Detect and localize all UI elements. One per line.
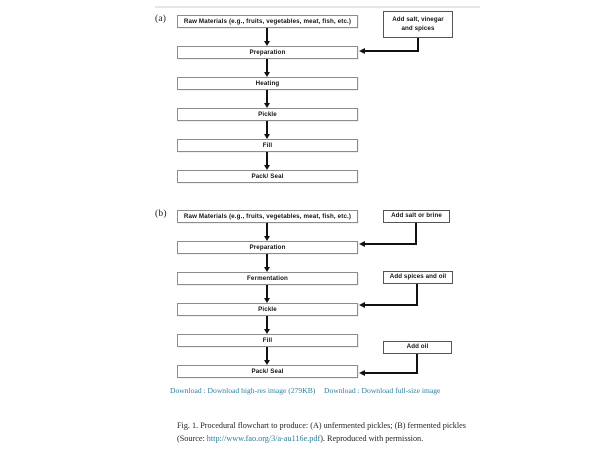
panel-b-step-fermentation: Fermentation	[177, 272, 358, 285]
panel-b-connector-vertical-add-oil	[416, 354, 419, 374]
panel-b-connector-vertical-spices-oil	[416, 284, 419, 306]
panel-b-connector-horizontal-spices-oil	[364, 304, 418, 307]
caption-source-link[interactable]: http://www.fao.org/3/a-au116e.pdf	[206, 433, 321, 443]
panel-a-step-pack-seal: Pack/ Seal	[177, 170, 358, 183]
panel-a-arrow-heating-to-pickle	[266, 90, 268, 104]
top-divider-rule	[155, 6, 480, 8]
panel-b-step-preparation: Preparation	[177, 241, 358, 254]
panel-a-arrow-pickle-to-fill	[266, 121, 268, 135]
panel-b-step-fill: Fill	[177, 334, 358, 347]
caption-lead-text: Fig. 1. Procedural flowchart to produce:…	[177, 421, 466, 443]
panel-a-side-input-add-salt-vinegar-spices: Add salt, vinegar and spices	[383, 11, 453, 38]
panel-a-label: (a)	[155, 14, 167, 24]
panel-b-arrow-preparation-to-fermentation	[266, 254, 268, 268]
panel-b-arrow-raw-to-preparation	[266, 223, 268, 237]
panel-a-arrow-raw-to-preparation	[266, 28, 268, 42]
panel-a-step-raw-materials: Raw Materials (e.g., fruits, vegetables,…	[177, 15, 358, 28]
panel-a-arrow-fill-to-pack-seal	[266, 152, 268, 166]
panel-b-label: (b)	[155, 209, 167, 219]
panel-b-step-pack-seal: Pack/ Seal	[177, 365, 358, 378]
panel-b-side-input-add-salt-or-brine: Add salt or brine	[383, 210, 450, 223]
panel-b-arrow-fill-to-pack-seal	[266, 347, 268, 361]
panel-b-step-pickle: Pickle	[177, 303, 358, 316]
panel-b-arrow-pickle-to-fill	[266, 316, 268, 330]
panel-a-step-heating: Heating	[177, 77, 358, 90]
caption-tail-text: ). Reproduced with permission.	[320, 433, 424, 443]
figure-caption: Fig. 1. Procedural flowchart to produce:…	[177, 420, 477, 445]
panel-a-step-preparation: Preparation	[177, 46, 358, 59]
panel-b-connector-horizontal-add-oil	[364, 372, 418, 375]
panel-b-connector-vertical-salt-brine	[415, 223, 418, 245]
panel-a-step-fill: Fill	[177, 139, 358, 152]
panel-b-arrow-fermentation-to-pickle	[266, 285, 268, 299]
panel-b-side-input-add-oil: Add oil	[383, 341, 452, 354]
panel-a-connector-horizontal-salt-vinegar	[364, 50, 419, 53]
panel-a-connector-vertical-salt-vinegar	[417, 38, 420, 52]
panel-b-side-input-add-spices-and-oil: Add spices and oil	[383, 271, 453, 284]
panel-a-step-pickle: Pickle	[177, 108, 358, 121]
panel-a-arrow-preparation-to-heating	[266, 59, 268, 73]
download-high-res-image-link[interactable]: Download : Download high-res image (279K…	[170, 386, 316, 395]
download-full-size-image-link[interactable]: Download : Download full-size image	[324, 386, 441, 395]
panel-b-step-raw-materials: Raw Materials (e.g., fruits, vegetables,…	[177, 210, 358, 223]
panel-b-connector-horizontal-salt-brine	[364, 243, 417, 246]
